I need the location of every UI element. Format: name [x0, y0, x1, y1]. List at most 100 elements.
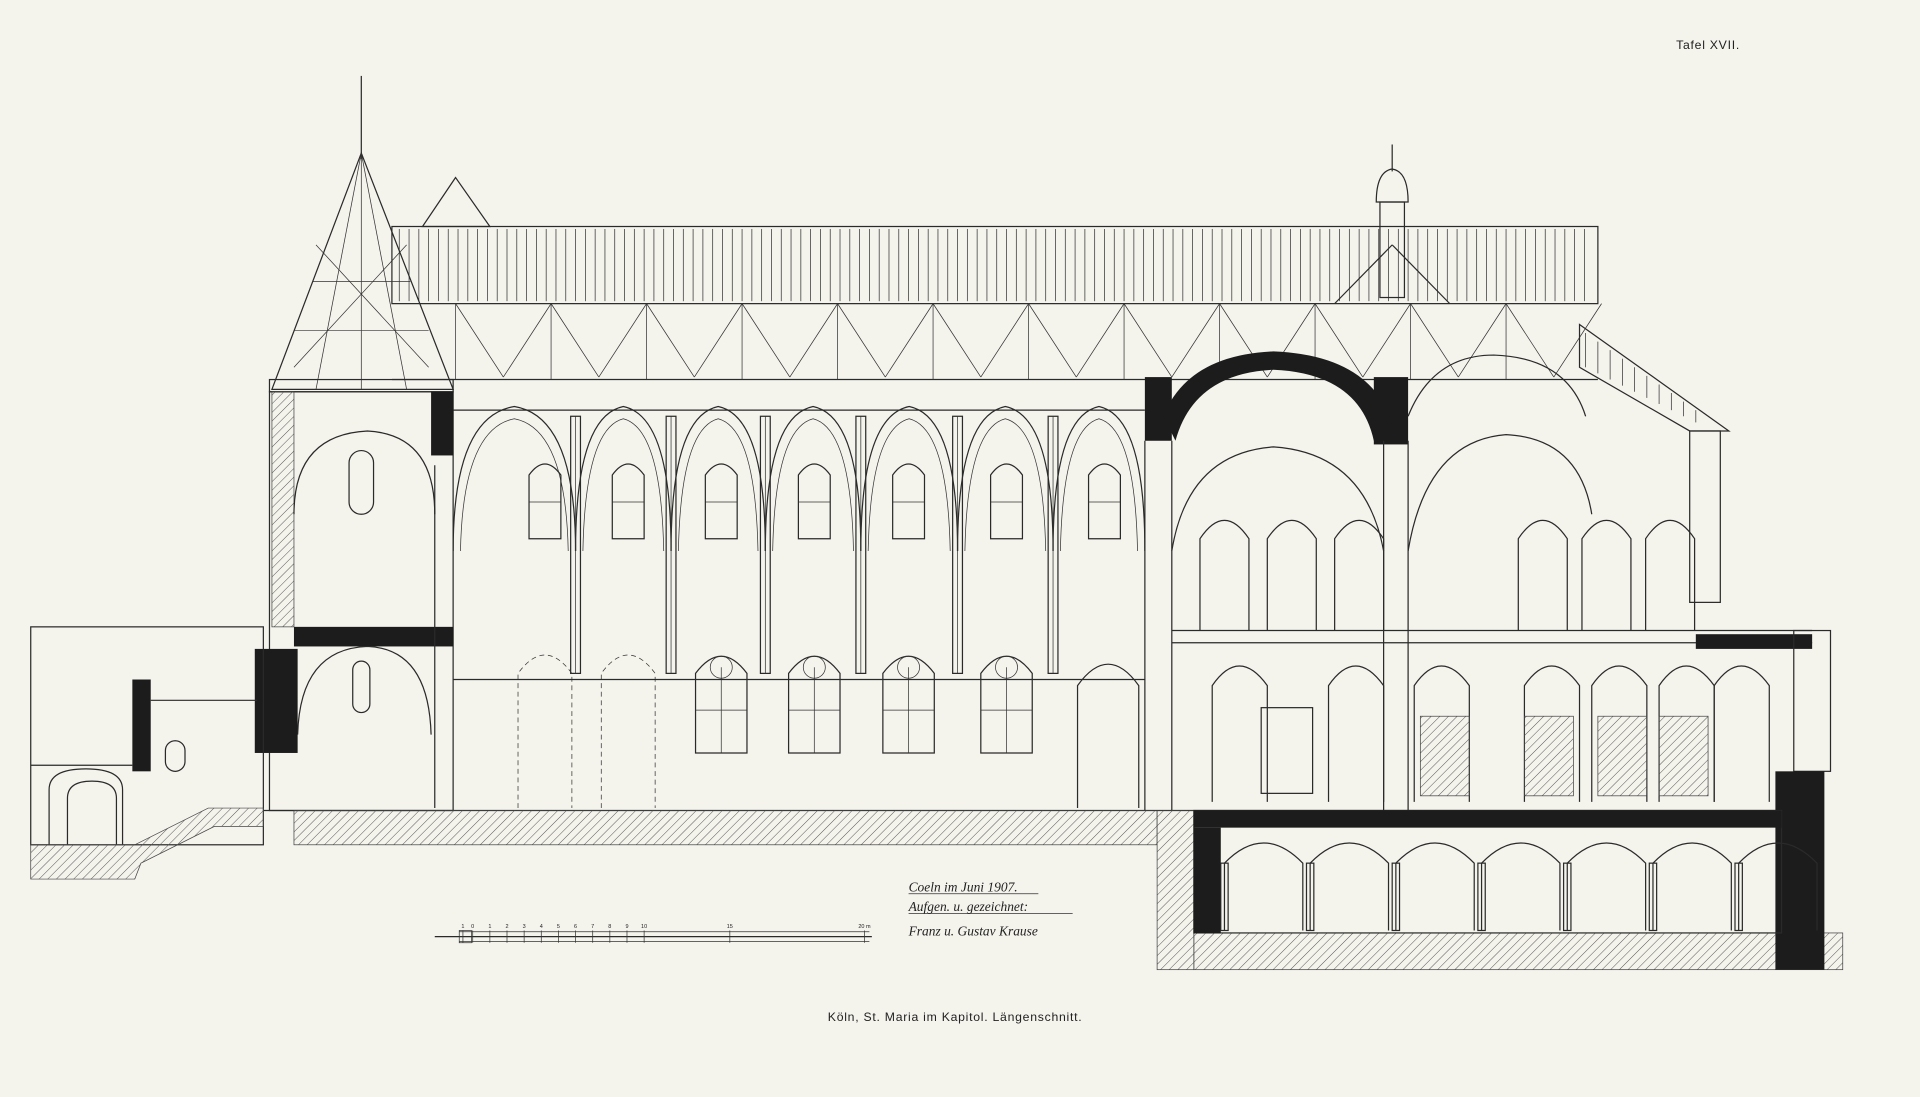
arcade-arch: [1327, 665, 1385, 802]
crypt-arch: [1652, 842, 1732, 931]
vault-rib-inner: [582, 418, 665, 551]
former-arcade-outlines: [517, 654, 1140, 809]
vault-rib: [670, 405, 766, 551]
truss-brace: [789, 303, 838, 378]
nave-piers: [570, 415, 1059, 674]
crypt-arch: [1395, 842, 1475, 931]
vault-rib-inner: [867, 418, 951, 551]
crypt: [1193, 809, 1818, 934]
crypt-column: [1220, 862, 1229, 932]
apse-roof: [1585, 333, 1697, 423]
truss-brace: [694, 303, 743, 378]
crypt-column: [1734, 862, 1743, 932]
gallery-arch: [1199, 519, 1250, 631]
scale-label: 10: [641, 924, 647, 930]
arcade-arch: [1713, 665, 1770, 802]
ground-section: [263, 771, 1844, 971]
scale-label: 0: [471, 924, 474, 930]
choir-screen: [1658, 715, 1709, 797]
vault-rib: [860, 405, 959, 551]
choir-crossing: [1144, 351, 1832, 811]
truss-brace: [1123, 303, 1173, 378]
arcade-arch: [1658, 665, 1715, 802]
dashed-arcade: [600, 654, 656, 809]
scale-label: 7: [591, 924, 594, 930]
truss-brace: [741, 303, 791, 378]
window-rose: [897, 655, 920, 679]
plate-number: Tafel XVII.: [1676, 38, 1740, 52]
arcade-arch: [1591, 665, 1648, 802]
clerestory-window: [611, 463, 645, 540]
clerestory-window: [704, 463, 738, 540]
scale-label: 8: [608, 924, 611, 930]
crypt-column: [1562, 862, 1572, 932]
roof-rafters: [398, 228, 1585, 302]
window-rose: [709, 655, 733, 679]
clerestory-window: [892, 463, 926, 540]
west-tower: [254, 391, 454, 812]
arcade-arch: [1523, 665, 1581, 802]
crypt-column: [1477, 862, 1486, 932]
annotation-drawn-by: Aufgen. u. gezeichnet:: [908, 899, 1029, 914]
truss-brace: [550, 303, 600, 378]
vault-rib-inner: [772, 418, 854, 551]
crypt-arch: [1223, 842, 1304, 931]
vault-rib-inner: [678, 418, 759, 551]
arcade-arch: [1211, 665, 1268, 802]
truss-brace: [646, 303, 695, 378]
truss-brace: [1314, 303, 1364, 378]
scale-label: 2: [505, 924, 508, 930]
truss-brace: [1505, 303, 1555, 378]
annotation-signature: Franz u. Gustav Krause: [908, 923, 1038, 938]
scale-label: 9: [625, 924, 628, 930]
scale-label: 6: [574, 924, 577, 930]
scale-label: 15: [727, 924, 733, 930]
gallery-arch: [1266, 519, 1317, 631]
nave-vaults: [452, 405, 1146, 551]
crossing-arch: [1076, 663, 1140, 809]
truss-brace: [1171, 303, 1220, 378]
crypt-arches: [1220, 842, 1818, 932]
vault-rib: [452, 405, 577, 551]
nave: [452, 405, 1146, 809]
window-rose: [995, 655, 1018, 679]
choir-screen: [1597, 715, 1648, 797]
truss-brace: [1410, 303, 1459, 378]
truss-brace: [455, 303, 504, 378]
gallery-arch: [1334, 519, 1385, 631]
annotation-place-date: Coeln im Juni 1907.: [909, 879, 1018, 894]
main-roof: [391, 225, 1731, 432]
vault-rib: [574, 405, 672, 551]
west-annex: [30, 626, 264, 880]
crypt-arch: [1480, 842, 1561, 931]
truss-brace: [503, 303, 552, 378]
west-spire: [268, 75, 492, 393]
truss-brace: [1362, 303, 1411, 378]
crypt-column: [1648, 862, 1658, 932]
vault-rib-inner: [460, 418, 569, 551]
scale-label: 5: [557, 924, 560, 930]
truss-brace: [885, 303, 934, 378]
truss-brace: [1553, 303, 1602, 378]
gallery-arch: [1581, 519, 1632, 631]
clerestory-window: [797, 463, 831, 540]
truss-brace: [932, 303, 982, 378]
truss-brace: [1457, 303, 1507, 378]
window-rose: [802, 655, 826, 679]
scale-label: 1: [461, 924, 464, 930]
dashed-arcade: [517, 654, 573, 809]
clerestory-window: [989, 463, 1024, 540]
arcade-arch: [1413, 665, 1470, 802]
lower-arcade-screens: [1211, 665, 1770, 802]
clerestory-windows: [528, 463, 1121, 540]
scale-label: 1: [488, 924, 491, 930]
truss-brace: [598, 303, 647, 378]
choir-screen: [1419, 715, 1470, 797]
gallery-arch: [1517, 519, 1568, 631]
choir-screen: [1524, 715, 1574, 797]
crypt-arch: [1738, 842, 1818, 931]
upper-gallery-arcade: [1199, 519, 1696, 631]
